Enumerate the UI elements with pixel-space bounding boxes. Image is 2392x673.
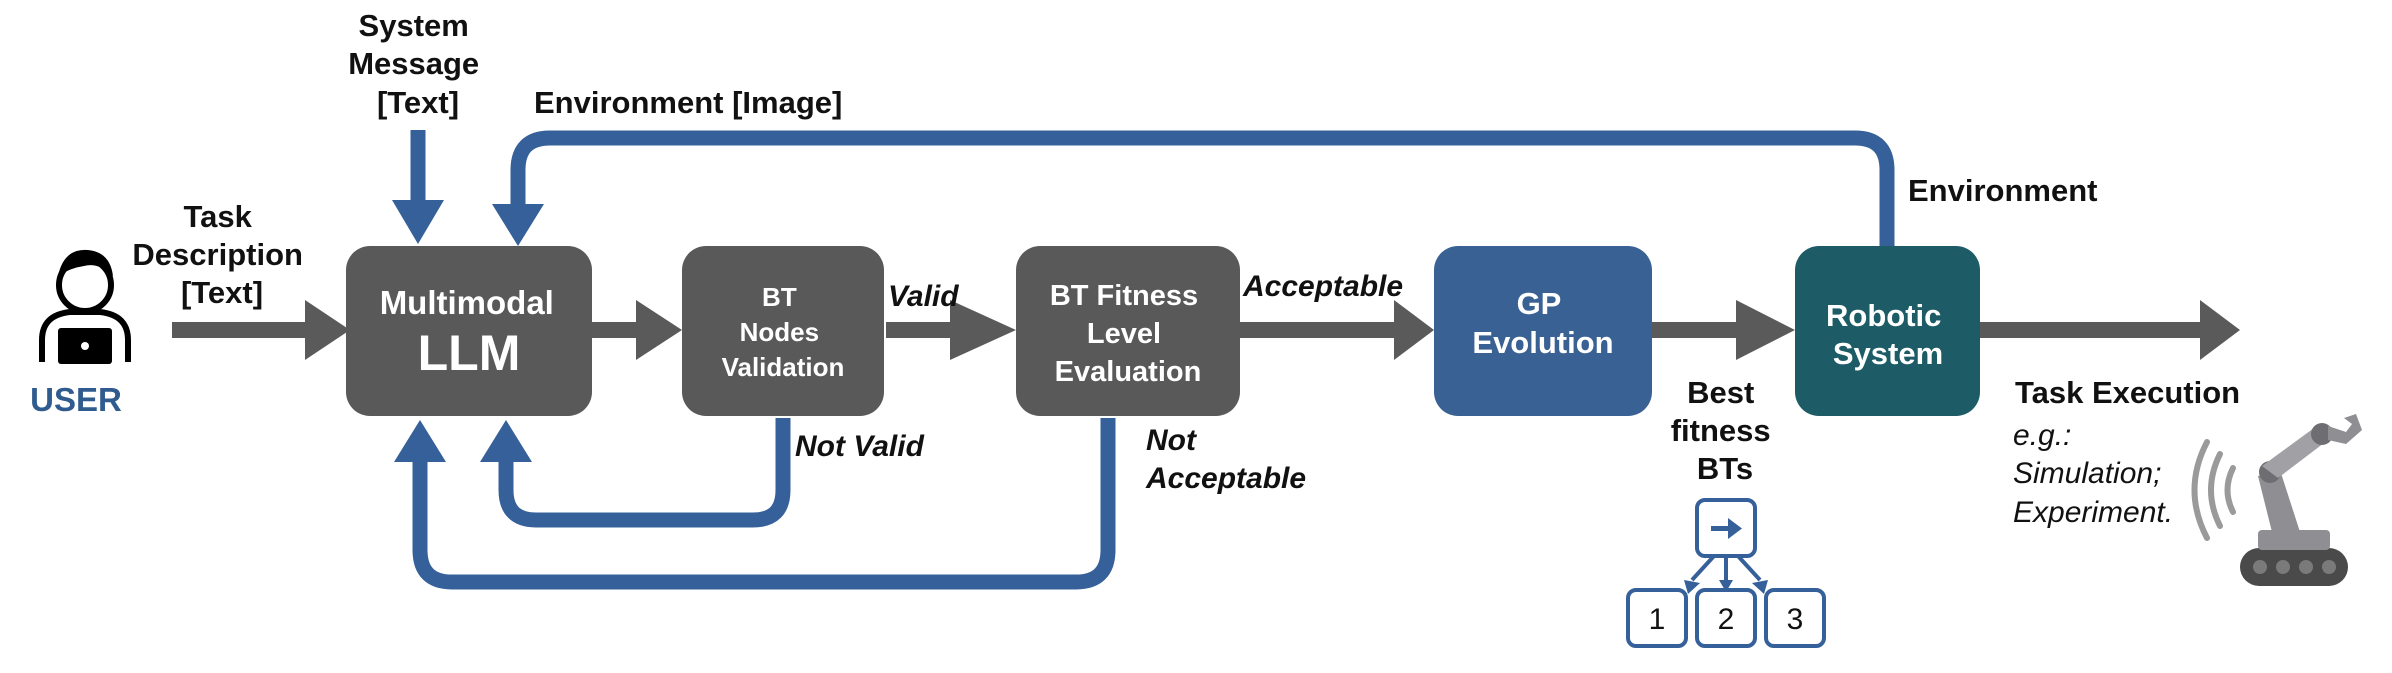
sequence-arrow-icon	[1711, 518, 1742, 539]
environment-image-label: Environment [Image]	[534, 85, 842, 120]
task-execution-notes: e.g.: Simulation; Experiment.	[2013, 419, 2173, 529]
not-acceptable-label: Not Acceptable	[1145, 424, 1306, 495]
valid-label: Valid	[888, 280, 959, 313]
task-execution-title: Task Execution	[2015, 375, 2240, 410]
gp-evolution-label: GP Evolution	[1472, 286, 1613, 360]
environment-label: Environment	[1908, 173, 2097, 208]
not-valid-arrowhead	[480, 420, 532, 462]
fitness-box: BT Fitness Level Evaluation	[1016, 246, 1240, 416]
bt-child-1-label: 1	[1649, 603, 1666, 636]
best-fitness-bts-label: Best fitness BTs	[1671, 375, 1780, 486]
llm-to-validation-arrow	[592, 300, 682, 360]
validation-box-label: BT Nodes Validation	[722, 282, 845, 382]
task-execution-arrow	[1980, 300, 2240, 360]
gp-evolution-box: GP Evolution	[1434, 246, 1652, 416]
robotic-system-label: Robotic System	[1826, 298, 1950, 371]
user-laptop-icon	[39, 249, 131, 364]
bt-child-1	[1626, 588, 1688, 648]
acceptable-arrow	[1238, 300, 1434, 360]
bt-child-2	[1695, 588, 1757, 648]
behavior-tree-diagram: 1 2 3	[1626, 498, 1826, 648]
environment-feedback-loop	[510, 130, 1895, 248]
not-valid-label: Not Valid	[795, 430, 925, 463]
not-valid-loop	[498, 418, 791, 528]
validation-box: BT Nodes Validation	[682, 246, 884, 416]
environment-image-arrowhead	[492, 204, 544, 246]
llm-box: Multimodal LLM	[346, 246, 592, 416]
robot-arm-icon	[2191, 414, 2362, 586]
bt-child-3	[1764, 588, 1826, 648]
bt-child-2-label: 2	[1718, 603, 1735, 636]
system-message-label: System Message [Text]	[348, 8, 488, 120]
gp-to-robot-arrow	[1652, 300, 1795, 360]
system-message-arrowhead	[392, 200, 444, 244]
bt-child-3-label: 3	[1787, 603, 1804, 636]
acceptable-label: Acceptable	[1242, 270, 1403, 303]
llm-box-label: Multimodal LLM	[380, 284, 559, 381]
not-acceptable-arrowhead	[394, 420, 446, 462]
task-description-arrow	[172, 300, 350, 360]
user-label: USER	[30, 381, 122, 418]
valid-arrow	[886, 300, 1016, 360]
task-description-label: Task Description [Text]	[132, 199, 311, 310]
robotic-system-box: Robotic System	[1795, 246, 1980, 416]
not-acceptable-loop	[412, 418, 1116, 590]
fitness-box-label: BT Fitness Level Evaluation	[1050, 280, 1206, 388]
